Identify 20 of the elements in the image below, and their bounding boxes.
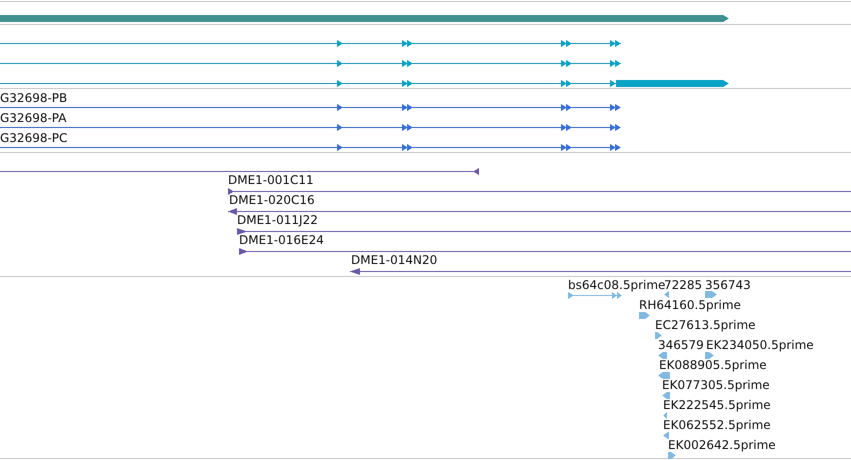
feature-label: 72285 [664,278,702,292]
feature-label: DME1-020C16 [229,193,315,207]
feature-label: EK077305.5prime [662,378,770,392]
feature-label: EC27613.5prime [655,318,756,332]
feature-label: RH64160.5prime [639,298,741,312]
feature-label: EK062552.5prime [663,418,771,432]
feature-label: G32698-PC [0,131,68,145]
feature-label: G32698-PB [0,91,68,105]
feature-label: DME1-016E24 [239,233,324,247]
feature-label: G32698-PA [0,111,66,125]
feature-label: EK002642.5prime [668,438,776,452]
feature-label: 356743 [705,278,751,292]
feature-label: DME1-011J22 [237,213,318,227]
feature-label: EK222545.5prime [663,398,771,412]
feature-label: EK234050.5prime [706,338,814,352]
feature-label: EK088905.5prime [659,358,767,372]
feature-label: 346579 [658,338,704,352]
feature-label: DME1-014N20 [351,253,438,267]
feature-label: DME1-001C11 [228,173,314,187]
feature-label: bs64c08.5prime [568,278,666,292]
